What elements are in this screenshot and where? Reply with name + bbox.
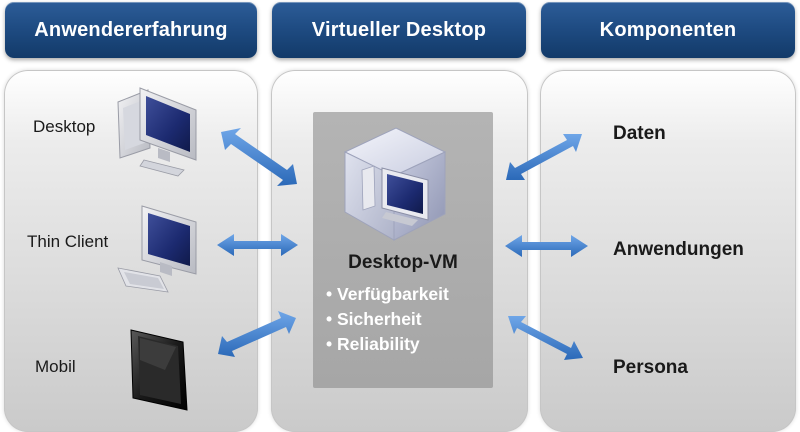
- vm-feature-list: Verfügbarkeit Sicherheit Reliability: [326, 282, 449, 357]
- panel-components: [540, 70, 796, 432]
- desktop-computer-icon: [117, 87, 197, 177]
- arrow-thin-client-to-vm: [217, 234, 298, 256]
- component-label-daten: Daten: [613, 123, 666, 144]
- arrow-vm-to-daten: [506, 134, 582, 180]
- vm-feature-item: Reliability: [326, 332, 449, 357]
- arrow-mobil-to-vm: [218, 311, 296, 357]
- arrow-vm-to-persona: [508, 316, 583, 360]
- arrow-desktop-to-vm: [221, 128, 297, 186]
- device-label-desktop: Desktop: [33, 117, 96, 136]
- vm-feature-item: Sicherheit: [326, 307, 449, 332]
- vm-title: Desktop-VM: [348, 252, 458, 273]
- virtual-machine-cube-icon: [343, 127, 447, 241]
- tablet-icon: [130, 329, 188, 411]
- vm-feature-item: Verfügbarkeit: [326, 282, 449, 307]
- device-label-thin-client: Thin Client: [27, 232, 109, 251]
- thin-client-icon: [117, 205, 197, 293]
- component-label-anwendungen: Anwendungen: [613, 239, 744, 260]
- header-user-experience: Anwendererfahrung: [5, 2, 257, 58]
- component-label-persona: Persona: [613, 357, 688, 378]
- device-label-mobil: Mobil: [35, 357, 76, 376]
- arrow-vm-to-anwendungen: [505, 235, 588, 257]
- header-virtual-desktop: Virtueller Desktop: [272, 2, 526, 58]
- header-components: Komponenten: [541, 2, 795, 58]
